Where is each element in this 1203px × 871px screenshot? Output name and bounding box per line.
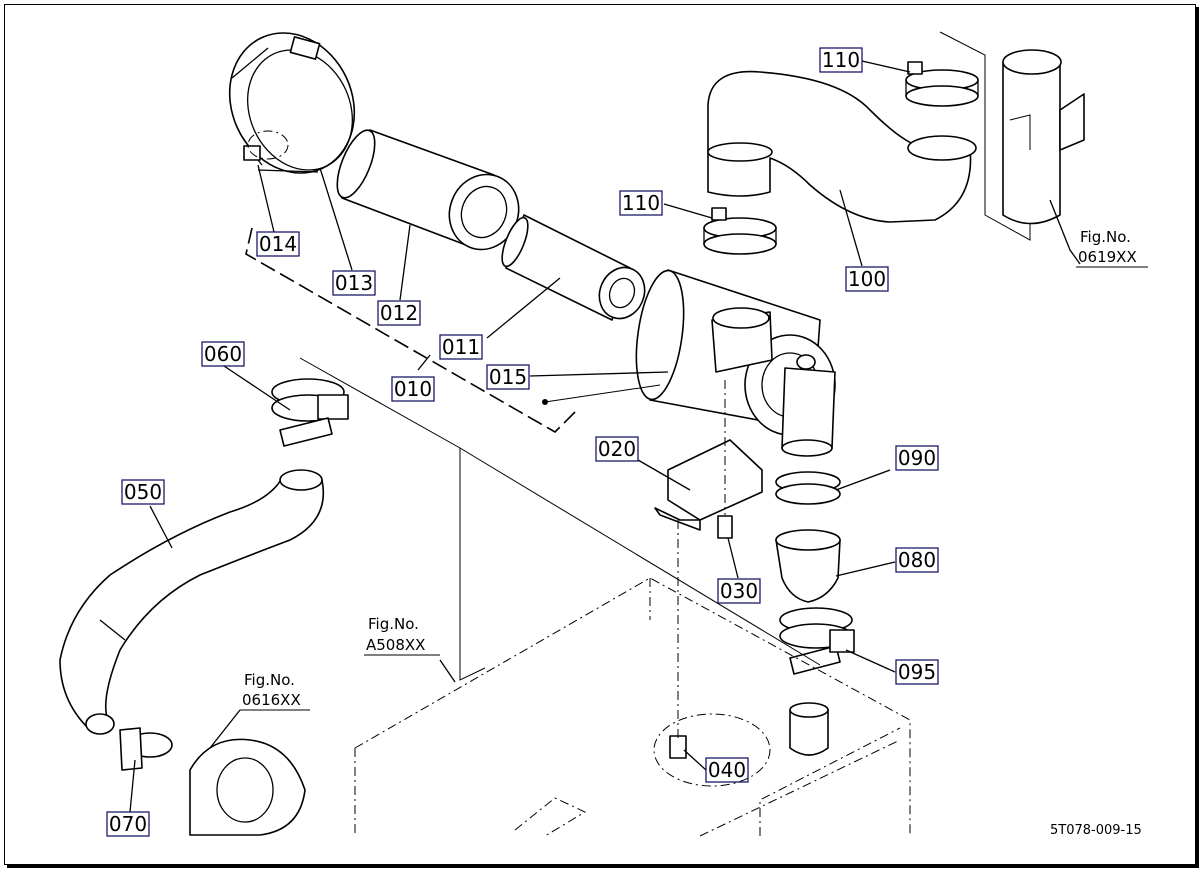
engine-block-outline (354, 577, 911, 837)
svg-text:Fig.No.: Fig.No. (1080, 228, 1131, 246)
part-label-015[interactable]: 015 (486, 364, 530, 390)
fig-ref-0616xx[interactable]: Fig.No. 0616XX (240, 671, 310, 711)
reference-lines (299, 357, 821, 681)
figure-references: Fig.No. 0619XX Fig.No. A508XX Fig.No. 06… (240, 228, 1148, 711)
fig-ref-0619xx[interactable]: Fig.No. 0619XX (1076, 228, 1148, 268)
svg-text:Fig.No.: Fig.No. (244, 671, 295, 689)
svg-text:0616XX: 0616XX (242, 691, 301, 709)
svg-text:012: 012 (380, 301, 418, 325)
svg-text:040: 040 (708, 758, 746, 782)
air-cleaner-body (635, 269, 836, 457)
inner-filter-element (501, 214, 646, 321)
part-label-100[interactable]: 100 (845, 266, 889, 292)
svg-text:100: 100 (848, 267, 886, 291)
part-label-010[interactable]: 010 (391, 376, 435, 402)
part-label-110-top[interactable]: 110 (819, 47, 863, 73)
part-label-011[interactable]: 011 (439, 334, 483, 360)
ref-outline-0619 (939, 31, 1085, 241)
svg-text:A508XX: A508XX (366, 636, 425, 654)
part-label-070[interactable]: 070 (106, 811, 150, 837)
part-labels: 014 013 012 011 010 015 110 110 (106, 47, 939, 837)
svg-text:070: 070 (109, 812, 147, 836)
svg-text:011: 011 (442, 335, 480, 359)
svg-text:Fig.No.: Fig.No. (368, 615, 419, 633)
elbow-pipe-part (703, 61, 979, 255)
part-label-020[interactable]: 020 (595, 436, 639, 462)
leader-lines (129, 60, 1081, 813)
svg-text:090: 090 (898, 446, 936, 470)
drawing-code: 5T078-009-15 (1050, 823, 1142, 838)
svg-text:014: 014 (259, 232, 297, 256)
svg-text:080: 080 (898, 548, 936, 572)
drawing-frame (4, 4, 1196, 865)
part-label-030[interactable]: 030 (717, 578, 761, 604)
part-label-012[interactable]: 012 (377, 300, 421, 326)
svg-text:010: 010 (394, 377, 432, 401)
part-label-050[interactable]: 050 (121, 479, 165, 505)
fig-ref-a508xx[interactable]: Fig.No. A508XX (364, 615, 440, 656)
group-bracket-010 (245, 227, 576, 433)
svg-text:110: 110 (822, 48, 860, 72)
svg-text:015: 015 (489, 365, 527, 389)
part-label-095[interactable]: 095 (895, 659, 939, 685)
part-label-080[interactable]: 080 (895, 547, 939, 573)
part-label-014[interactable]: 014 (256, 231, 300, 257)
part-label-090[interactable]: 090 (895, 445, 939, 471)
svg-text:060: 060 (204, 342, 242, 366)
svg-text:030: 030 (720, 579, 758, 603)
part-label-040[interactable]: 040 (705, 757, 749, 783)
bracket-and-bolts (654, 380, 763, 759)
svg-text:020: 020 (598, 437, 636, 461)
svg-text:5T078-009-15: 5T078-009-15 (1050, 823, 1142, 838)
part-label-013[interactable]: 013 (332, 270, 376, 296)
end-cap-part (228, 32, 356, 174)
parts-drawing (59, 31, 1085, 837)
hose-and-clamps (59, 378, 349, 836)
part-label-110-mid[interactable]: 110 (619, 190, 663, 216)
lower-hose-clamps (775, 471, 855, 756)
svg-text:050: 050 (124, 480, 162, 504)
svg-text:110: 110 (622, 191, 660, 215)
svg-text:0619XX: 0619XX (1078, 248, 1137, 266)
svg-text:095: 095 (898, 660, 936, 684)
outer-filter-element (336, 129, 520, 251)
part-label-060[interactable]: 060 (201, 341, 245, 367)
svg-text:013: 013 (335, 271, 373, 295)
